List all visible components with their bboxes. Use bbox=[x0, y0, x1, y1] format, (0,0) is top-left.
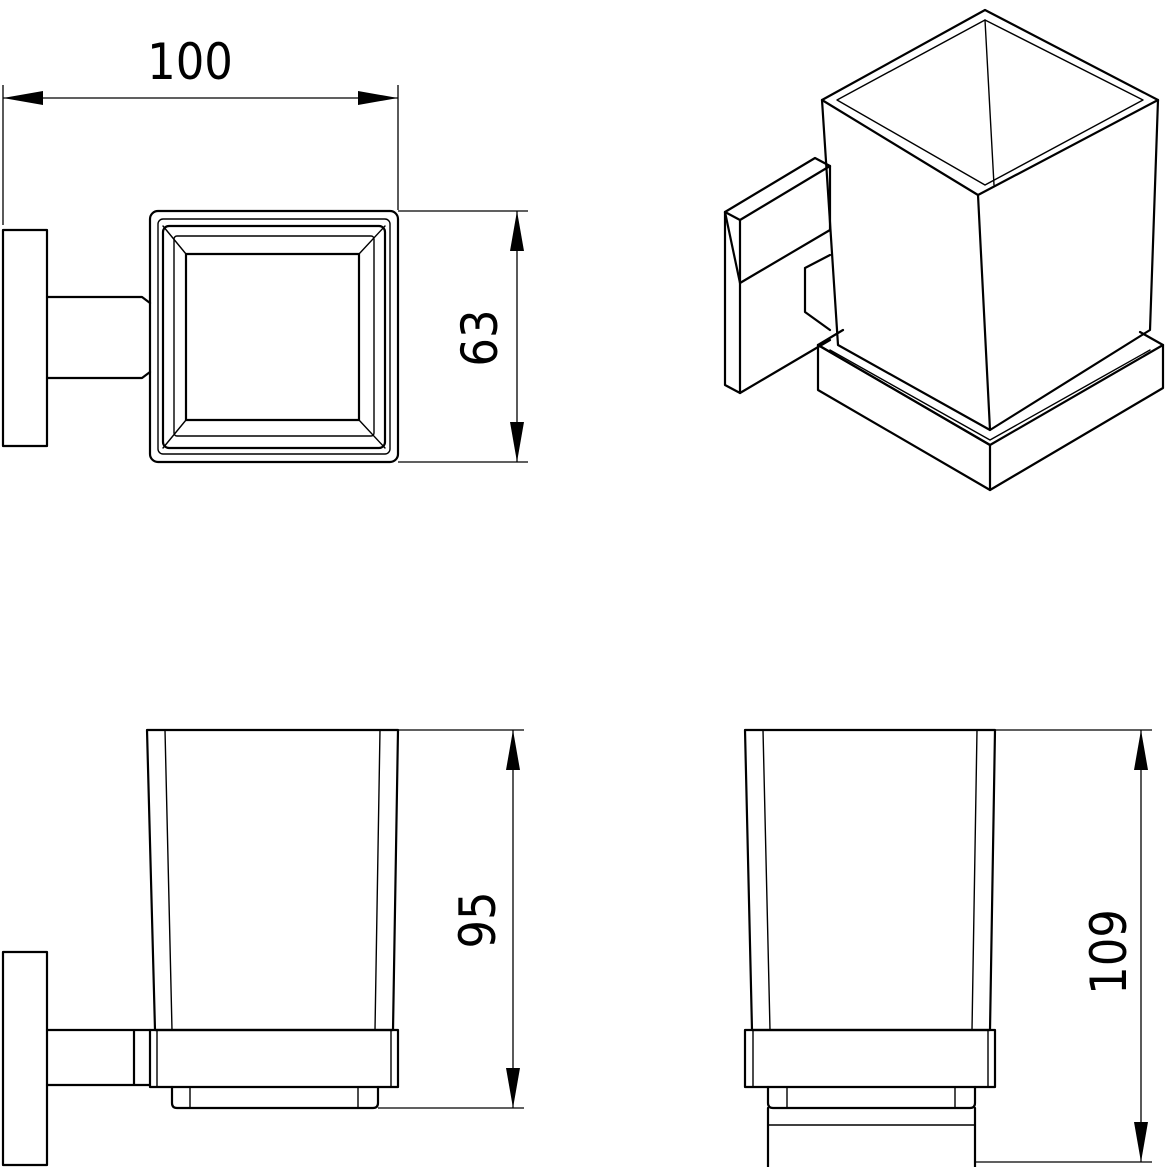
wall-flange-front bbox=[1, 950, 49, 1167]
iso-flange-front bbox=[723, 210, 742, 395]
iso-holder-top-edge bbox=[816, 328, 1165, 347]
cup-rim-top bbox=[161, 224, 387, 450]
cup-foot-side bbox=[766, 1085, 977, 1110]
top-view: 100 63 bbox=[1, 33, 528, 464]
iso-cup-front-edge bbox=[820, 98, 1160, 432]
cup-foot-front bbox=[170, 1085, 380, 1110]
arrow-left bbox=[3, 91, 43, 105]
holder-front bbox=[148, 1028, 400, 1089]
iso-arm bbox=[803, 253, 832, 332]
dimension-width-label: 100 bbox=[147, 33, 233, 91]
iso-cup-rim-inner bbox=[836, 19, 1144, 186]
iso-flange-bottom bbox=[738, 338, 832, 395]
dimension-depth-label: 63 bbox=[451, 309, 509, 366]
arrow-bottom-side bbox=[1134, 1122, 1148, 1162]
cup-body-side bbox=[743, 728, 997, 1032]
isometric-view bbox=[723, 8, 1165, 492]
holder-inner-rim-top bbox=[157, 218, 391, 455]
iso-cup-outline bbox=[820, 8, 1160, 432]
arm-top bbox=[45, 295, 152, 380]
dimension-height-front-label: 95 bbox=[449, 891, 507, 948]
flange-side bbox=[766, 1106, 977, 1167]
wall-flange-top bbox=[1, 228, 49, 448]
cup-body-front bbox=[145, 728, 400, 1032]
iso-cup-inner-edge bbox=[984, 19, 995, 186]
holder-outer-top bbox=[148, 209, 400, 464]
cup-edges-side bbox=[762, 729, 978, 1031]
front-view: 95 bbox=[1, 728, 524, 1167]
arrow-bottom bbox=[510, 422, 524, 462]
arrow-top-front bbox=[506, 730, 520, 770]
side-view: 109 bbox=[743, 728, 1152, 1167]
arrow-top bbox=[510, 211, 524, 251]
arrow-top-side bbox=[1134, 730, 1148, 770]
cup-walls-top bbox=[162, 225, 386, 449]
iso-flange-edge bbox=[723, 164, 832, 285]
arrow-bottom-front bbox=[506, 1068, 520, 1108]
iso-flange-face bbox=[723, 156, 832, 285]
cup-edges-front bbox=[164, 729, 381, 1031]
iso-holder-edge bbox=[816, 343, 992, 492]
arrow-right bbox=[358, 91, 398, 105]
holder-side bbox=[743, 1028, 997, 1089]
dimension-height-side-label: 109 bbox=[1080, 909, 1138, 995]
iso-holder-inner bbox=[829, 349, 1151, 441]
cup-bottom-top bbox=[184, 252, 361, 422]
arm-front bbox=[45, 1028, 152, 1087]
cup-rim-inner-top bbox=[173, 235, 375, 437]
